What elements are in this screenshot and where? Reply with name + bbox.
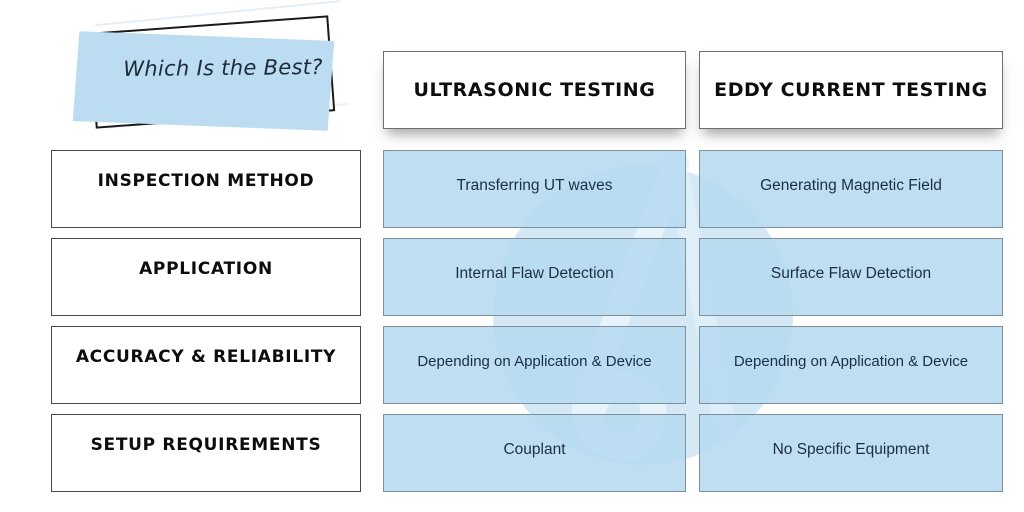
- row-label-text: SETUP REQUIREMENTS: [90, 435, 322, 455]
- row-label-setup-requirements: SETUP REQUIREMENTS: [51, 414, 361, 492]
- cell-value-text: Couplant: [503, 441, 566, 458]
- cell-accuracy-eddy-current: Depending on Application & Device: [699, 326, 1003, 404]
- row-label-inspection-method: INSPECTION METHOD: [51, 150, 361, 228]
- column-header-label: ULTRASONIC TESTING: [413, 79, 656, 101]
- cell-application-eddy-current: Surface Flaw Detection: [699, 238, 1003, 316]
- row-label-accuracy-and-reliability: ACCURACY & RELIABILITY: [51, 326, 361, 404]
- cell-setup-eddy-current: No Specific Equipment: [699, 414, 1003, 492]
- title-block: Which Is the Best?: [70, 0, 370, 143]
- cell-inspection-method-ultrasonic: Transferring UT waves: [383, 150, 686, 228]
- row-label-application: APPLICATION: [51, 238, 361, 316]
- cell-setup-ultrasonic: Couplant: [383, 414, 686, 492]
- cell-value-text: Depending on Application & Device: [733, 353, 969, 370]
- cell-value-text: Surface Flaw Detection: [770, 265, 932, 282]
- cell-application-ultrasonic: Internal Flaw Detection: [383, 238, 686, 316]
- page-title: Which Is the Best?: [123, 54, 323, 82]
- row-label-text: ACCURACY & RELIABILITY: [75, 347, 337, 367]
- column-header-ultrasonic-testing: ULTRASONIC TESTING: [383, 51, 686, 129]
- column-header-label: EDDY CURRENT TESTING: [714, 79, 988, 101]
- cell-value-text: Generating Magnetic Field: [760, 177, 942, 194]
- cell-inspection-method-eddy-current: Generating Magnetic Field: [699, 150, 1003, 228]
- cell-value-text: Internal Flaw Detection: [455, 265, 614, 282]
- row-label-text: INSPECTION METHOD: [97, 171, 315, 191]
- cell-accuracy-ultrasonic: Depending on Application & Device: [383, 326, 686, 404]
- cell-value-text: No Specific Equipment: [772, 441, 930, 458]
- cell-value-text: Transferring UT waves: [456, 177, 613, 194]
- row-label-text: APPLICATION: [139, 259, 273, 279]
- column-header-eddy-current-testing: EDDY CURRENT TESTING: [699, 51, 1003, 129]
- cell-value-text: Depending on Application & Device: [417, 353, 652, 370]
